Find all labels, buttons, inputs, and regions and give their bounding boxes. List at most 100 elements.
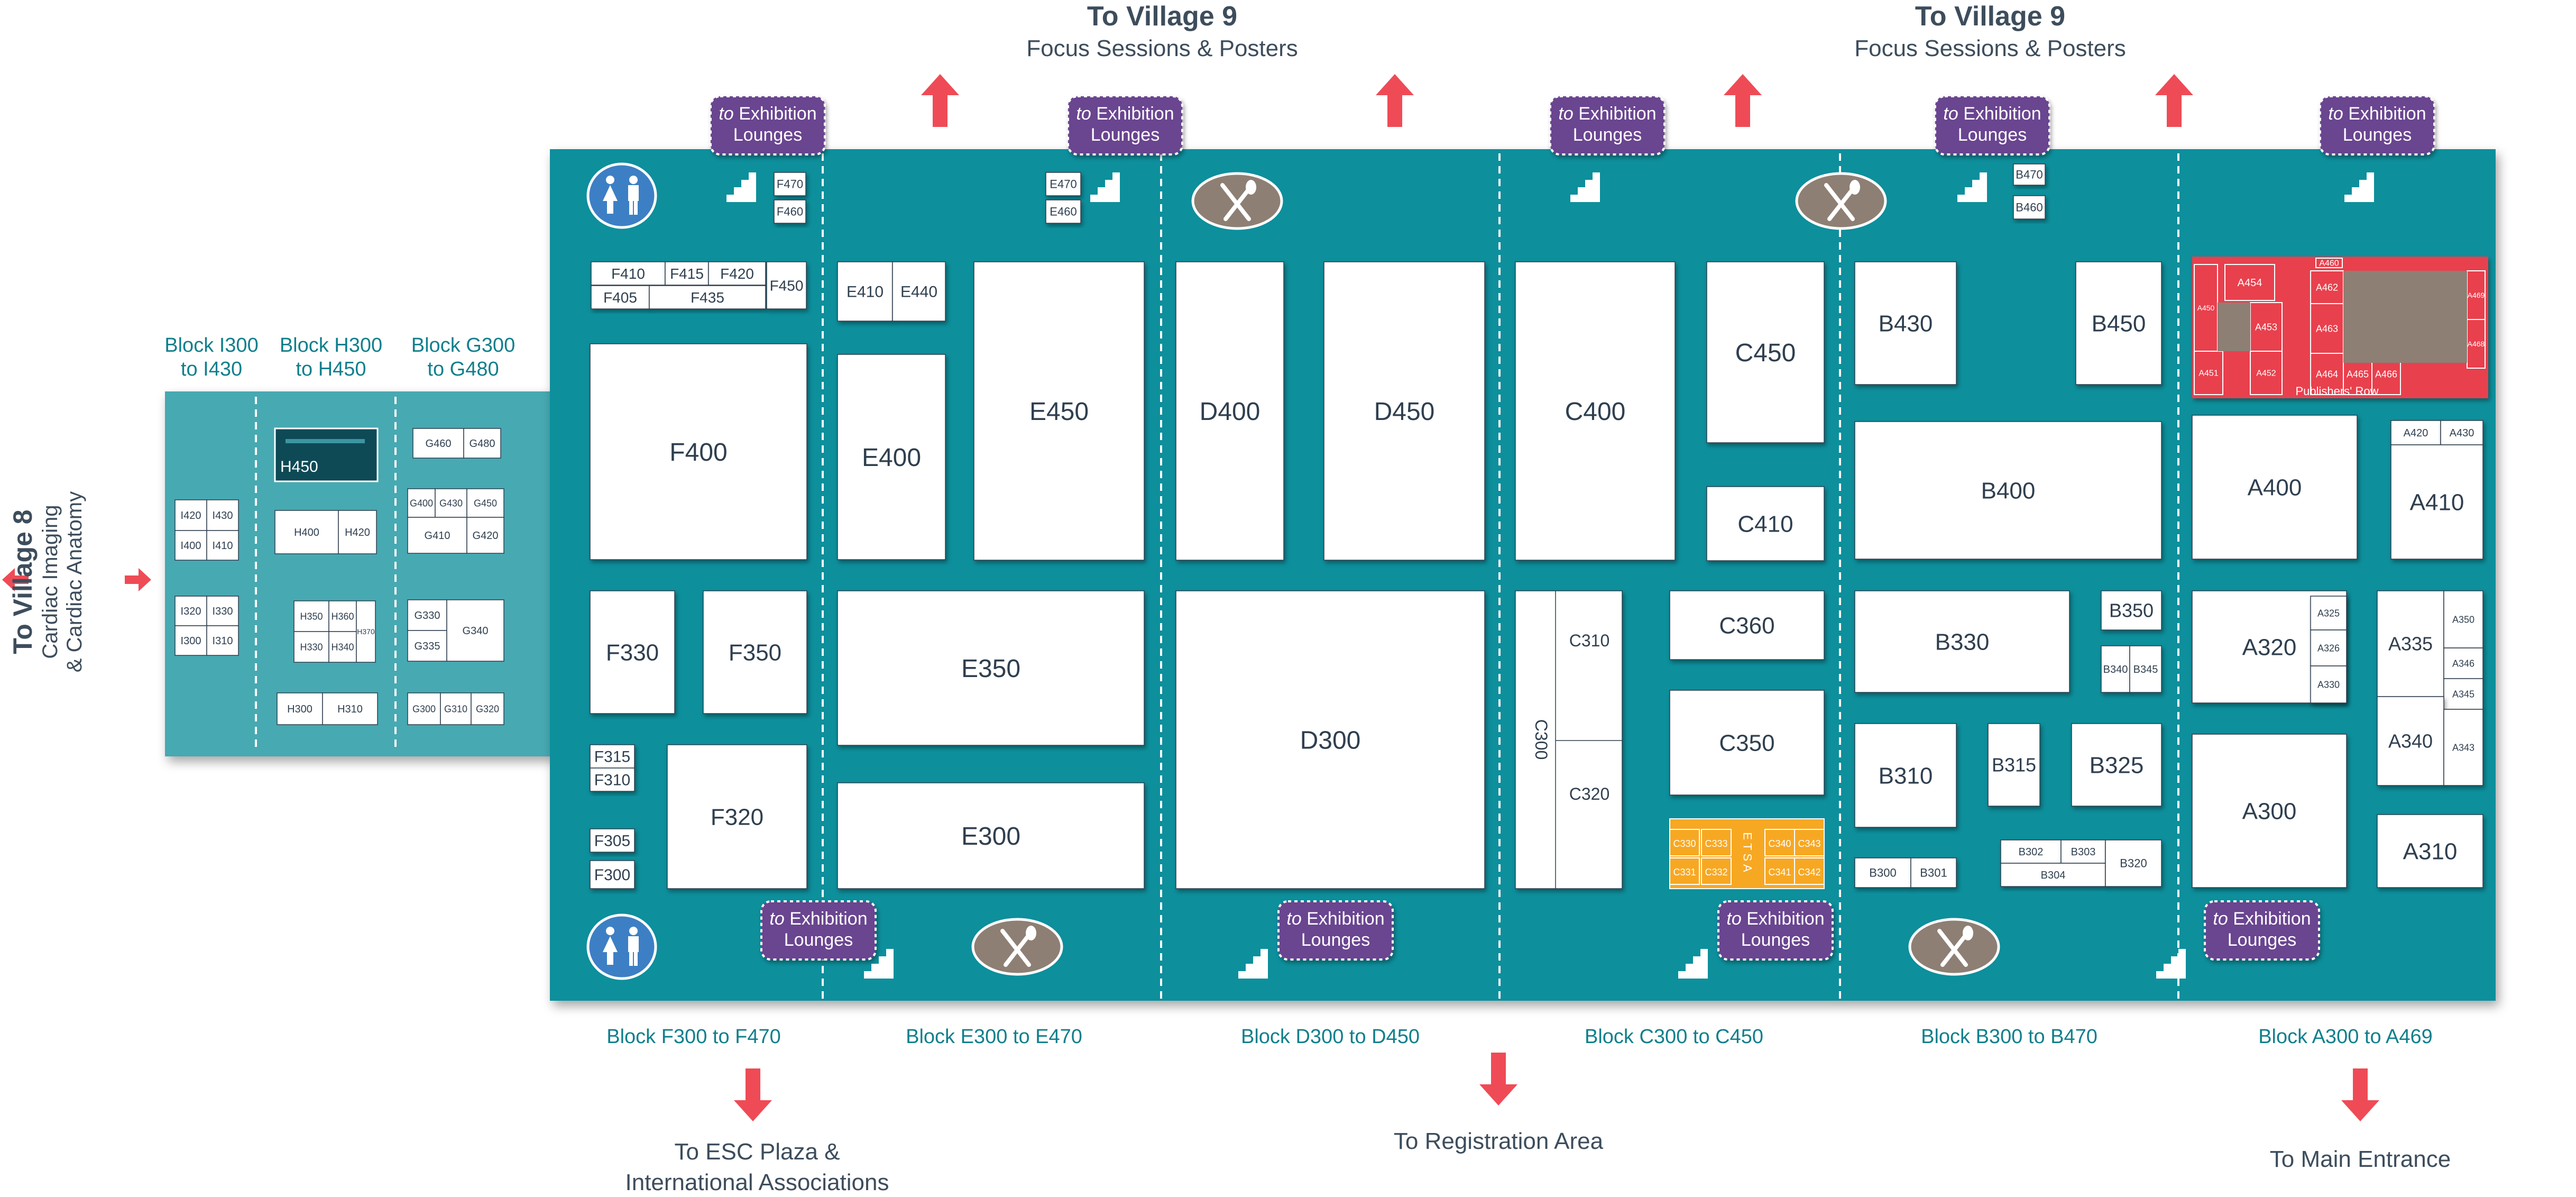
booth-a400[interactable]: A400 (2192, 415, 2358, 560)
booth-a430[interactable]: A430 (2440, 420, 2483, 445)
booth-c350[interactable]: C350 (1669, 690, 1825, 796)
booth-a410[interactable]: A410 (2390, 444, 2483, 560)
booth-a340[interactable]: A340 (2377, 696, 2444, 786)
booth-d400[interactable]: D400 (1175, 261, 1284, 561)
booth-a343[interactable]: A343 (2443, 709, 2483, 786)
booth-d450[interactable]: D450 (1323, 261, 1485, 561)
booth-f420[interactable]: F420 (708, 261, 766, 286)
booth-b303[interactable]: B303 (2060, 839, 2106, 864)
booth-f450[interactable]: F450 (766, 261, 807, 309)
booth-c410[interactable]: C410 (1706, 486, 1825, 561)
booth-a300[interactable]: A300 (2192, 734, 2347, 888)
booth-g310[interactable]: G310 (440, 692, 472, 725)
booth-b350[interactable]: B350 (2101, 590, 2162, 631)
booth-h300[interactable]: H300 (277, 692, 323, 725)
booth-b320[interactable]: B320 (2105, 839, 2162, 887)
booth-h370[interactable]: H370 (356, 600, 376, 663)
booth-c400[interactable]: C400 (1515, 261, 1676, 561)
booth-b330[interactable]: B330 (1854, 590, 2070, 693)
booth-e450[interactable]: E450 (973, 261, 1145, 561)
booth-e300[interactable]: E300 (837, 782, 1145, 889)
booth-b310[interactable]: B310 (1854, 723, 1957, 828)
booth-c450[interactable]: C450 (1706, 261, 1825, 443)
booth-b301[interactable]: B301 (1910, 857, 1957, 888)
booth-i410[interactable]: I410 (206, 530, 239, 561)
booth-c343[interactable]: C343 (1794, 829, 1825, 856)
booth-h310[interactable]: H310 (322, 692, 378, 725)
booth-g340[interactable]: G340 (446, 599, 504, 662)
booth-g460[interactable]: G460 (412, 428, 464, 459)
booth-e440[interactable]: E440 (892, 261, 946, 322)
booth-f405[interactable]: F405 (591, 285, 650, 309)
booth-e400[interactable]: E400 (837, 354, 946, 560)
booth-a325[interactable]: A325 (2310, 596, 2347, 631)
booth-g410[interactable]: G410 (407, 517, 467, 554)
booth-b345[interactable]: B345 (2129, 645, 2162, 693)
booth-g430[interactable]: G430 (435, 488, 467, 518)
booth-a330[interactable]: A330 (2310, 665, 2347, 703)
booth-i430[interactable]: I430 (206, 499, 239, 531)
booth-i400[interactable]: I400 (174, 530, 207, 561)
booth-g480[interactable]: G480 (463, 428, 501, 459)
booth-b302[interactable]: B302 (2000, 839, 2062, 864)
booth-f310[interactable]: F310 (590, 767, 635, 792)
booth-a350[interactable]: A350 (2443, 590, 2483, 648)
booth-h400[interactable]: H400 (274, 510, 339, 554)
booth-c360[interactable]: C360 (1669, 590, 1825, 660)
booth-b325[interactable]: B325 (2071, 723, 2162, 807)
booth-f410[interactable]: F410 (591, 261, 666, 286)
booth-c341[interactable]: C341 (1764, 857, 1795, 885)
booth-f330[interactable]: F330 (590, 590, 675, 714)
booth-g335[interactable]: G335 (407, 630, 447, 662)
booth-e410[interactable]: E410 (837, 261, 893, 322)
booth-e460[interactable]: E460 (1045, 199, 1081, 224)
booth-a460[interactable]: A460 (2315, 258, 2343, 268)
booth-b430[interactable]: B430 (1854, 261, 1957, 385)
booth-b470[interactable]: B470 (2013, 163, 2046, 186)
booth-b340[interactable]: B340 (2101, 645, 2130, 693)
booth-h350[interactable]: H350 (293, 600, 329, 632)
booth-c333[interactable]: C333 (1701, 829, 1732, 856)
booth-a420[interactable]: A420 (2390, 420, 2441, 445)
booth-c332[interactable]: C332 (1701, 857, 1732, 885)
booth-c342[interactable]: C342 (1794, 857, 1825, 885)
booth-h340[interactable]: H340 (328, 631, 357, 663)
booth-i330[interactable]: I330 (206, 596, 239, 626)
booth-b304[interactable]: B304 (2000, 863, 2106, 887)
booth-b450[interactable]: B450 (2075, 261, 2162, 385)
booth-f350[interactable]: F350 (703, 590, 807, 714)
booth-f460[interactable]: F460 (774, 199, 806, 224)
booth-h360[interactable]: H360 (328, 600, 357, 632)
booth-f315[interactable]: F315 (590, 744, 635, 769)
booth-g400[interactable]: G400 (407, 488, 436, 518)
booth-d300[interactable]: D300 (1175, 590, 1485, 889)
booth-f415[interactable]: F415 (665, 261, 709, 286)
booth-a310[interactable]: A310 (2377, 814, 2483, 888)
booth-f305[interactable]: F305 (590, 828, 635, 853)
booth-c340[interactable]: C340 (1764, 829, 1795, 856)
booth-g300[interactable]: G300 (407, 692, 441, 725)
booth-b315[interactable]: B315 (1988, 723, 2040, 807)
booth-f320[interactable]: F320 (667, 744, 807, 889)
booth-b400[interactable]: B400 (1854, 421, 2162, 560)
booth-e470[interactable]: E470 (1045, 172, 1081, 196)
booth-i320[interactable]: I320 (174, 596, 207, 626)
booth-h420[interactable]: H420 (338, 510, 377, 554)
booth-f435[interactable]: F435 (649, 285, 766, 309)
booth-a345[interactable]: A345 (2443, 678, 2483, 710)
booth-a326[interactable]: A326 (2310, 629, 2347, 666)
booth-f400[interactable]: F400 (590, 343, 807, 560)
booth-g320[interactable]: G320 (471, 692, 504, 725)
booth-i310[interactable]: I310 (206, 625, 239, 656)
booth-b460[interactable]: B460 (2013, 195, 2046, 220)
booth-a335[interactable]: A335 (2377, 590, 2444, 697)
booth-g420[interactable]: G420 (466, 517, 504, 554)
